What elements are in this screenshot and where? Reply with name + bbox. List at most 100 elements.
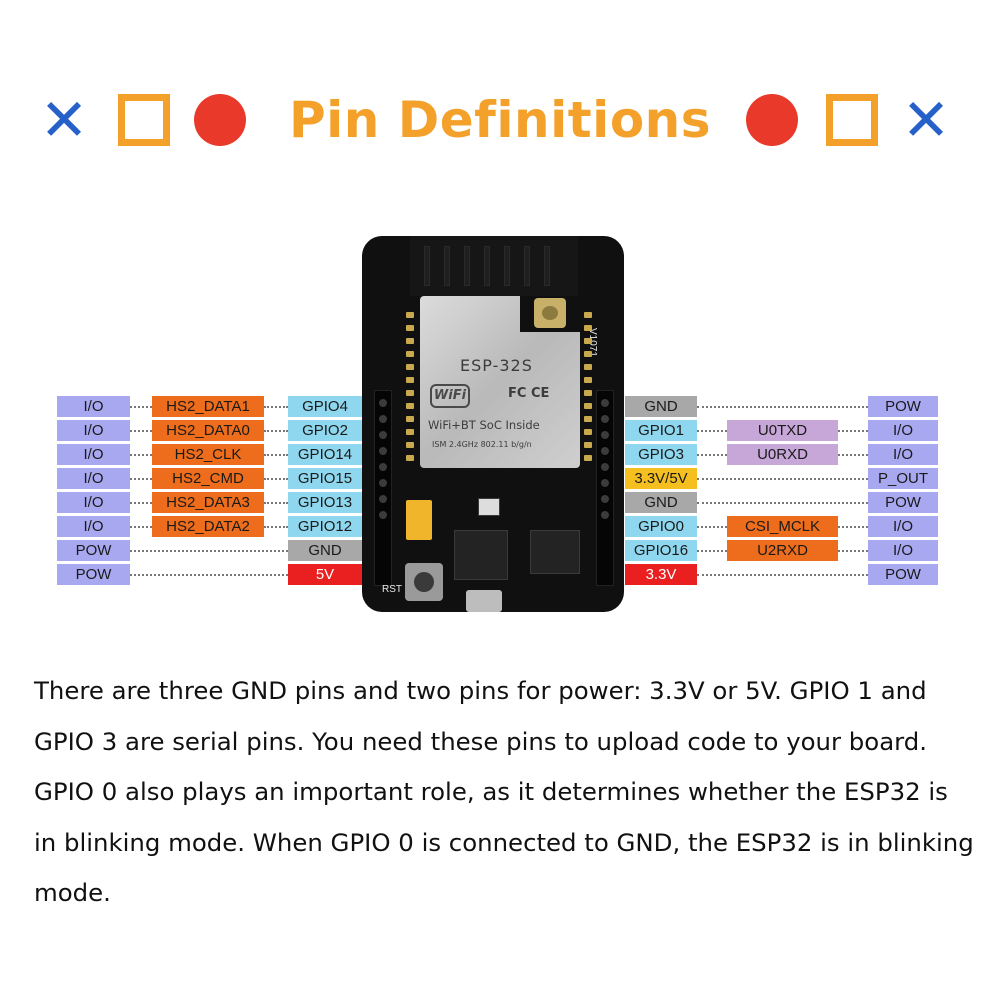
pin-gpio-label: 3.3V (625, 564, 697, 585)
antenna-trace (524, 246, 530, 286)
pin-function-label: CSI_MCLK (727, 516, 838, 537)
leader-line (838, 550, 868, 552)
pin-gpio-label: 5V (288, 564, 362, 585)
voltage-regulator (454, 530, 508, 580)
pin-type-label: I/O (57, 468, 130, 489)
leader-line (264, 454, 288, 456)
dot-icon (194, 94, 246, 146)
pin-function-label: HS2_DATA0 (152, 420, 264, 441)
antenna-trace (544, 246, 550, 286)
pin-function-label: HS2_CLK (152, 444, 264, 465)
leader-line (838, 430, 868, 432)
pin-function-label: HS2_DATA1 (152, 396, 264, 417)
pin-type-label: POW (57, 564, 130, 585)
pin-gpio-label: GPIO2 (288, 420, 362, 441)
pin-gpio-label: 3.3V/5V (625, 468, 697, 489)
psram-chip (530, 530, 580, 574)
leader-line (697, 526, 727, 528)
pin-function-label: U0TXD (727, 420, 838, 441)
leader-line (264, 406, 288, 408)
pin-function-label: U0RXD (727, 444, 838, 465)
leader-line (838, 454, 868, 456)
pin-type-label: I/O (868, 420, 938, 441)
pin-type-label: I/O (57, 420, 130, 441)
antenna-trace (444, 246, 450, 286)
leader-line (130, 406, 152, 408)
pin-gpio-label: GPIO14 (288, 444, 362, 465)
module-subtitle: WiFi+BT SoC Inside (428, 418, 540, 432)
pin-gpio-label: GPIO4 (288, 396, 362, 417)
antenna-trace (424, 246, 430, 286)
leader-line (130, 526, 152, 528)
leader-line (130, 574, 288, 576)
pin-type-label: POW (868, 396, 938, 417)
tantalum-capacitor (406, 500, 432, 540)
pin-type-label: I/O (868, 444, 938, 465)
antenna-trace (504, 246, 510, 286)
leader-line (264, 502, 288, 504)
antenna-trace (464, 246, 470, 286)
module-pads-right (584, 312, 594, 468)
pin-type-label: I/O (57, 516, 130, 537)
header: ✕ Pin Definitions ✕ (0, 80, 1000, 160)
leader-line (130, 478, 152, 480)
pin-type-label: POW (868, 492, 938, 513)
page-title: Pin Definitions (288, 91, 712, 149)
pin-function-label: HS2_DATA2 (152, 516, 264, 537)
leader-line (697, 430, 727, 432)
dot-icon (746, 94, 798, 146)
pin-function-label: U2RXD (727, 540, 838, 561)
pin-gpio-label: GPIO16 (625, 540, 697, 561)
smd-component (478, 498, 500, 516)
pin-gpio-label: GND (625, 492, 697, 513)
leader-line (130, 550, 288, 552)
leader-line (697, 502, 868, 504)
pin-gpio-label: GND (288, 540, 362, 561)
pin-type-label: POW (57, 540, 130, 561)
leader-line (264, 478, 288, 480)
module-pads-left (406, 312, 416, 468)
pin-type-label: I/O (57, 492, 130, 513)
pin-gpio-label: GPIO1 (625, 420, 697, 441)
pin-type-label: I/O (868, 540, 938, 561)
cross-icon: ✕ (901, 86, 951, 154)
leader-line (697, 406, 868, 408)
leader-line (130, 502, 152, 504)
rst-label: RST (382, 584, 402, 595)
cross-icon: ✕ (39, 86, 89, 154)
module-spec: ISM 2.4GHz 802.11 b/g/n (432, 440, 532, 449)
square-icon (826, 94, 878, 146)
pin-type-label: P_OUT (868, 468, 938, 489)
pin-type-label: I/O (57, 396, 130, 417)
pin-gpio-label: GPIO15 (288, 468, 362, 489)
connector (466, 590, 502, 612)
pin-type-label: POW (868, 564, 938, 585)
leader-line (130, 454, 152, 456)
reset-button-center[interactable] (414, 572, 434, 592)
antenna-trace (484, 246, 490, 286)
pcb-antenna (410, 236, 578, 296)
leader-line (838, 526, 868, 528)
pin-gpio-label: GPIO0 (625, 516, 697, 537)
wifi-logo: WiFi (430, 384, 470, 408)
pin-gpio-label: GPIO12 (288, 516, 362, 537)
right-pin-header (596, 390, 614, 586)
pin-function-label: HS2_CMD (152, 468, 264, 489)
pin-type-label: I/O (57, 444, 130, 465)
leader-line (697, 550, 727, 552)
leader-line (697, 478, 868, 480)
module-name: ESP-32S (460, 356, 533, 375)
leader-line (264, 430, 288, 432)
pin-gpio-label: GPIO3 (625, 444, 697, 465)
pin-type-label: I/O (868, 516, 938, 537)
leader-line (130, 430, 152, 432)
leader-line (697, 454, 727, 456)
leader-line (697, 574, 868, 576)
leader-line (264, 526, 288, 528)
ufl-center (542, 306, 558, 320)
square-icon (118, 94, 170, 146)
pin-function-label: HS2_DATA3 (152, 492, 264, 513)
left-pin-header (374, 390, 392, 586)
fc-ce-mark: FC CE (508, 386, 550, 401)
pin-gpio-label: GND (625, 396, 697, 417)
